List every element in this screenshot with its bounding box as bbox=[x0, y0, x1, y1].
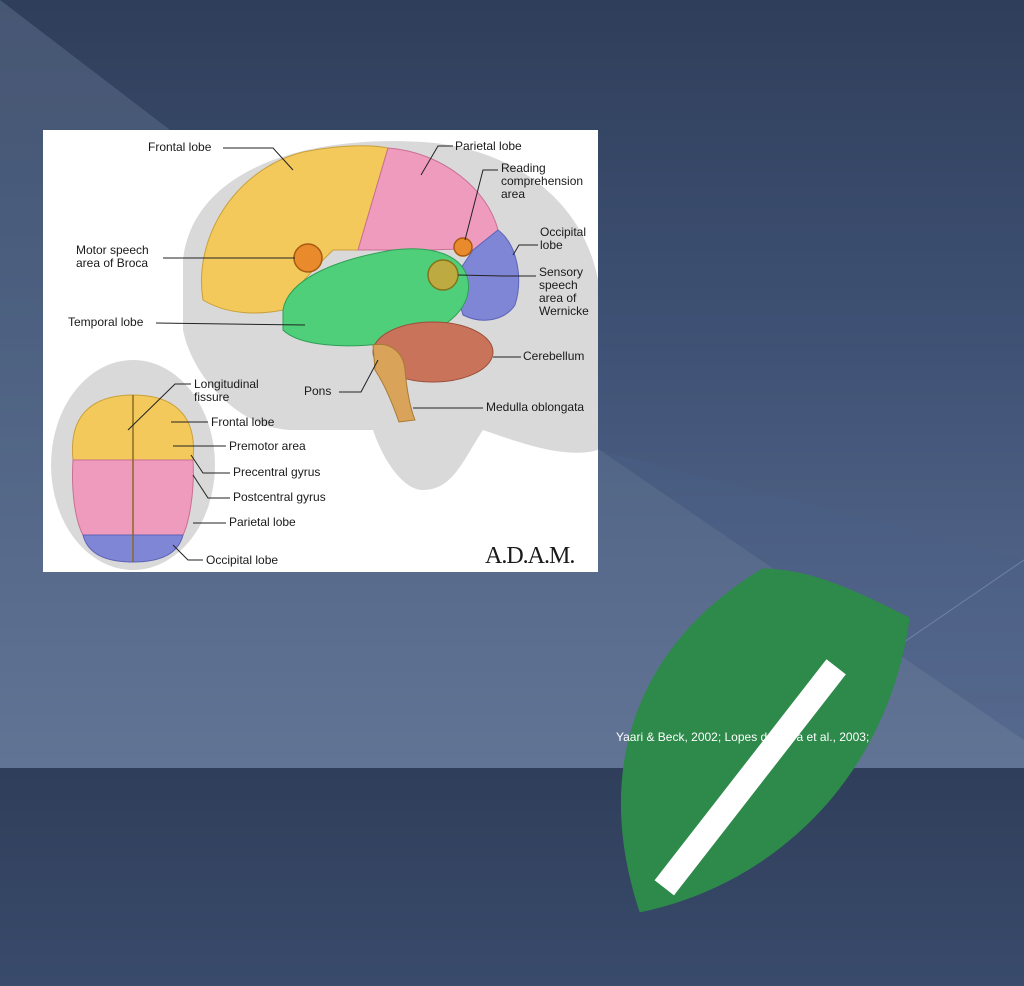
citation-text: Yaari & Beck, 2002; Lopes da Silva et al… bbox=[616, 730, 870, 744]
label-longitudinal-fissure: Longitudinal fissure bbox=[194, 377, 259, 404]
label-top-parietal-lobe: Parietal lobe bbox=[229, 515, 296, 529]
label-top-frontal-lobe: Frontal lobe bbox=[211, 415, 275, 429]
label-broca-area: Motor speech area of Broca bbox=[76, 243, 149, 270]
adam-logo: A.D.A.M. bbox=[485, 543, 910, 913]
occipital-lobe-region bbox=[452, 229, 520, 321]
leader-lines bbox=[127, 145, 538, 561]
label-occipital-lobe: Occipital lobe bbox=[540, 225, 587, 252]
label-wernicke-area: Sensory speech area of Wernicke bbox=[539, 265, 589, 318]
frontal-lobe-region bbox=[201, 145, 389, 314]
brain-anatomy-figure: Frontal lobe Parietal lobe Reading compr… bbox=[43, 130, 910, 913]
reading-area-marker bbox=[453, 237, 473, 257]
adam-logo-text: A.D.A.M. bbox=[485, 543, 575, 569]
label-premotor-area: Premotor area bbox=[229, 439, 306, 453]
label-top-occipital-lobe: Occipital lobe bbox=[206, 553, 279, 567]
label-precentral-gyrus: Precentral gyrus bbox=[233, 465, 321, 479]
wernicke-area-marker bbox=[427, 259, 459, 291]
leaf-icon bbox=[620, 568, 910, 913]
label-reading-comprehension-area: Reading comprehension area bbox=[501, 161, 584, 201]
label-postcentral-gyrus: Postcentral gyrus bbox=[233, 490, 326, 504]
label-parietal-lobe: Parietal lobe bbox=[455, 139, 522, 153]
label-frontal-lobe: Frontal lobe bbox=[148, 140, 212, 154]
brainstem-region bbox=[372, 343, 416, 423]
temporal-lobe-region bbox=[282, 248, 470, 347]
brain-illustration bbox=[51, 141, 598, 570]
label-pons: Pons bbox=[304, 384, 332, 398]
label-temporal-lobe: Temporal lobe bbox=[68, 315, 144, 329]
label-medulla-oblongata: Medulla oblongata bbox=[486, 400, 585, 414]
broca-area-marker bbox=[293, 243, 323, 273]
label-cerebellum: Cerebellum bbox=[523, 349, 585, 363]
